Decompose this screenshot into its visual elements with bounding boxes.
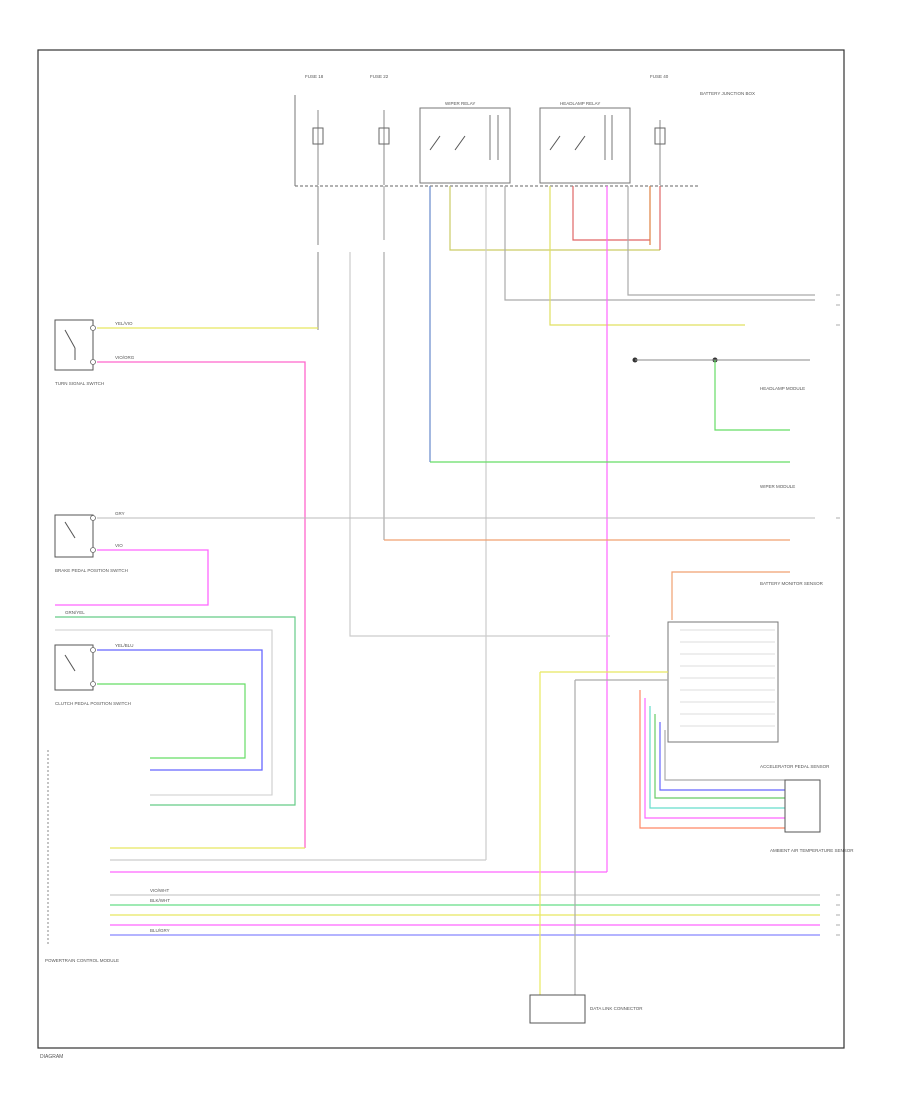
wire-yel-blu (97, 649, 263, 771)
wire-label-vio-org: VIO/ORG (115, 355, 135, 360)
wire-label-vio: VIO (115, 543, 123, 548)
footer-code: DIAGRAM (40, 1054, 63, 1060)
wire-vio-brake (55, 549, 209, 606)
wire-gry-loop (55, 629, 273, 796)
battery-junction-box: FUSE 18 FUSE 22 FUSE 40 WIPER RELAY HEAD… (294, 74, 755, 187)
wire-label-vio-wht: VIO/WHT (150, 888, 169, 893)
wire-label-gry: GRY (115, 511, 125, 516)
ambient-sensor-label: AMBIENT AIR TEMPERATURE SENSOR (770, 848, 854, 853)
battery-monitor-label: BATTERY MONITOR SENSOR (760, 581, 824, 586)
pcm-wires (110, 847, 820, 936)
fuse-22-label: FUSE 22 (370, 74, 389, 79)
wire-grn-clutch (97, 683, 246, 759)
data-link-label: DATA LINK CONNECTOR (590, 1006, 643, 1011)
turn-signal-switch: TURN SIGNAL SWITCH (54, 319, 104, 386)
fuse-18-label: FUSE 18 (305, 74, 324, 79)
wire-label-blu-gry: BLU/GRY (150, 928, 170, 933)
turn-signal-switch-label: TURN SIGNAL SWITCH (55, 381, 104, 386)
clutch-switch: CLUTCH PEDAL POSITION SWITCH (54, 644, 131, 706)
wiper-relay-label: WIPER RELAY (445, 101, 475, 106)
wire-org-battery (671, 571, 790, 620)
wire-vio-org (97, 361, 306, 848)
headlamp-module-label: HEADLAMP MODULE (760, 386, 805, 391)
headlamp-relay-label: HEADLAMP RELAY (560, 101, 600, 106)
top-drops (317, 186, 815, 872)
wire-grn-yel-loop (55, 616, 296, 806)
accelerator-sensor: ACCELERATOR PEDAL SENSOR (667, 621, 830, 769)
brake-switch-label: BRAKE PEDAL POSITION SWITCH (55, 568, 128, 573)
wire-label-blk-wht: BLK/WHT (150, 898, 170, 903)
clutch-switch-label: CLUTCH PEDAL POSITION SWITCH (55, 701, 131, 706)
wiper-module-label: WIPER MODULE (760, 484, 795, 489)
wire-label-yel-vio: YEL/VIO (115, 321, 133, 326)
battery-junction-box-label: BATTERY JUNCTION BOX (700, 91, 755, 96)
powertrain-control-module: POWERTRAIN CONTROL MODULE (45, 750, 119, 963)
wire-label-grn-yel: GRN/YEL (65, 610, 85, 615)
ambient-sensor: AMBIENT AIR TEMPERATURE SENSOR (770, 779, 854, 853)
headlamp-module: HEADLAMP MODULE (632, 357, 810, 431)
brake-switch: BRAKE PEDAL POSITION SWITCH (54, 514, 128, 573)
right-edge-ticks (836, 294, 840, 936)
headlamp-relay (539, 107, 631, 184)
accelerator-wires (540, 671, 785, 829)
diagram-border (37, 49, 845, 1049)
accelerator-sensor-label: ACCELERATOR PEDAL SENSOR (760, 764, 830, 769)
wiper-relay (419, 107, 511, 184)
data-link-connector: DATA LINK CONNECTOR (529, 994, 643, 1024)
pcm-label: POWERTRAIN CONTROL MODULE (45, 958, 119, 963)
wire-label-yel-blu: YEL/BLU (115, 643, 134, 648)
fuse-40-label: FUSE 40 (650, 74, 669, 79)
